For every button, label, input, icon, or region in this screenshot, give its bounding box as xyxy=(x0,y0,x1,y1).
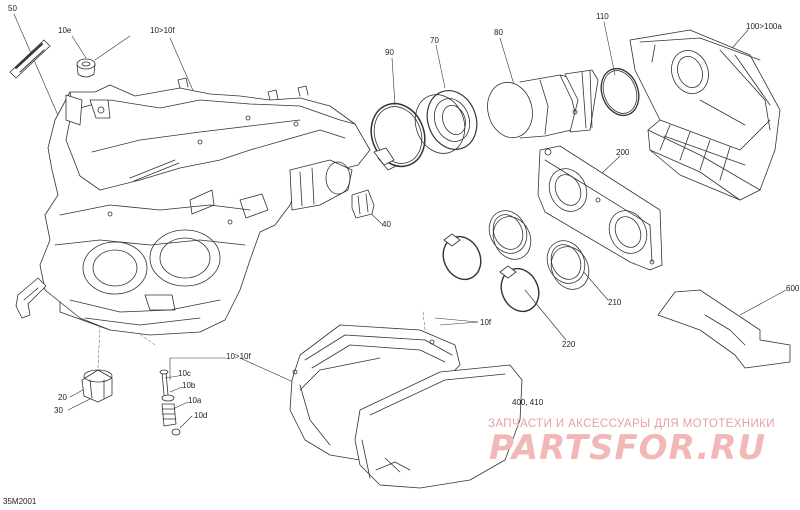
seal-ring-part xyxy=(414,90,478,154)
heat-shield-pad-part xyxy=(657,289,791,369)
label-20: 20 xyxy=(58,393,67,402)
o-ring-part xyxy=(600,67,640,117)
label-10b: 10b xyxy=(182,381,196,390)
label-80: 80 xyxy=(494,28,503,37)
label-90: 90 xyxy=(385,48,394,57)
intake-duct-part xyxy=(487,69,599,139)
label-400-410: 400, 410 xyxy=(512,398,544,407)
airbox-housing-part xyxy=(15,77,371,336)
filter-housing-part xyxy=(289,324,523,489)
clamp-ring-part xyxy=(370,102,426,171)
label-200: 200 xyxy=(616,148,630,157)
fastener-stack-part xyxy=(159,369,181,436)
watermark-logo: PARTSFOR.RU xyxy=(489,428,767,468)
adapter-plate-part xyxy=(537,145,663,271)
label-10c: 10c xyxy=(178,369,191,378)
coupler-sleeve-part-2 xyxy=(546,240,590,290)
clamp-small-part xyxy=(442,233,482,281)
coupler-sleeve-part xyxy=(488,210,532,260)
label-40: 40 xyxy=(382,220,391,229)
label-50: 50 xyxy=(8,4,17,13)
intake-silencer-part xyxy=(629,29,781,201)
label-210: 210 xyxy=(608,298,622,307)
label-10a: 10a xyxy=(188,396,202,405)
leader-lines xyxy=(13,13,787,429)
label-10e: 10e xyxy=(58,26,72,35)
label-10d: 10d xyxy=(194,411,208,420)
grommet-part xyxy=(76,58,96,78)
label-10-10f-bottom: 10>10f xyxy=(226,352,251,361)
decal-label-part xyxy=(9,39,51,79)
label-110: 110 xyxy=(596,12,609,21)
label-10f: 10f xyxy=(480,318,492,327)
clamp-small-part-2 xyxy=(499,265,540,313)
bushing-part xyxy=(81,369,113,403)
label-600: 600 xyxy=(786,284,800,293)
label-70: 70 xyxy=(430,36,439,45)
label-30: 30 xyxy=(54,406,63,415)
label-100: 100>100a xyxy=(746,22,782,31)
drawing-code: 35M2001 xyxy=(3,497,37,506)
label-10-10f-top: 10>10f xyxy=(150,26,175,35)
clip-part xyxy=(351,189,375,219)
label-220: 220 xyxy=(562,340,576,349)
watermark-tagline: ЗАПЧАСТИ И АКСЕССУАРЫ ДЛЯ МОТОТЕХНИКИ xyxy=(488,418,775,430)
